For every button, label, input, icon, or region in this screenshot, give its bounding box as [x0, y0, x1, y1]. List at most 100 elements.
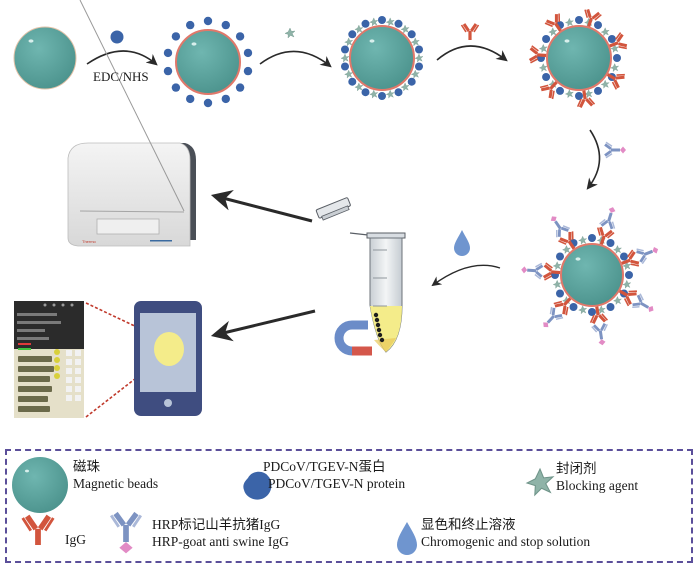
bound-blocking-agent: [601, 27, 610, 36]
bound-blocking-agent: [553, 280, 562, 289]
bound-protein: [394, 88, 403, 97]
smartphone-icon: [134, 301, 202, 416]
legend-label-cn: 显色和终止溶液: [421, 517, 516, 532]
bound-blocking-agent: [578, 305, 587, 314]
bound-blocking-agent: [369, 89, 378, 99]
bound-protein: [378, 16, 386, 24]
bound-protein: [569, 303, 578, 311]
bound-blocking-agent: [400, 82, 410, 92]
bound-protein: [348, 30, 357, 39]
legend-label-cn: PDCoV/TGEV-N蛋白: [263, 459, 386, 474]
microplate-reader: Thermo: [67, 0, 196, 247]
bound-blocking-agent: [565, 18, 574, 27]
reader-brand-logo: Thermo: [82, 239, 97, 244]
bound-hrp-antibody: [536, 304, 566, 334]
bound-blocking-agent: [539, 63, 548, 72]
legend-label-en: Blocking agent: [556, 478, 639, 493]
bound-protein: [378, 92, 386, 100]
bound-protein: [407, 30, 416, 39]
bound-protein: [221, 94, 230, 104]
bound-blocking-agent: [601, 80, 610, 89]
bound-protein: [575, 92, 583, 100]
phone-app-screenshot: [14, 301, 84, 418]
bound-blocking-agent: [354, 82, 364, 92]
legend-label-en: Chromogenic and stop solution: [421, 534, 591, 549]
bound-protein: [203, 98, 213, 108]
bound-protein: [415, 45, 423, 54]
arrow-to-reader: [210, 190, 313, 223]
bound-protein: [625, 271, 633, 279]
bound-hrp-antibody: [597, 203, 622, 231]
bound-blocking-agent: [340, 53, 350, 63]
bound-blocking-agent: [610, 63, 619, 72]
bound-protein: [556, 86, 564, 95]
bound-blocking-agent: [578, 236, 587, 245]
bound-protein: [606, 303, 615, 311]
bound-protein: [613, 54, 621, 62]
hrp-antibody-icon: [603, 140, 628, 160]
legend-item-magnetic-beads: 磁珠 Magnetic beads: [73, 458, 158, 492]
legend-item-igg: IgG: [65, 531, 86, 548]
bound-protein: [594, 21, 602, 30]
bound-blocking-agent: [400, 24, 410, 34]
bound-protein: [594, 86, 602, 95]
legend-item-hrp-igg: HRP标记山羊抗猪IgG HRP-goat anti swine IgG: [152, 516, 289, 550]
bound-protein: [221, 20, 230, 30]
bound-blocking-agent: [562, 245, 571, 254]
bound-hrp-antibody: [590, 321, 612, 348]
bound-protein: [607, 35, 616, 43]
bound-blocking-agent: [344, 69, 353, 79]
bound-protein: [361, 19, 370, 28]
step-arrow-hrp: [586, 129, 628, 190]
bound-blocking-agent: [386, 89, 395, 99]
legend-label-cn: 封闭剂: [556, 461, 597, 476]
bound-blocking-agent: [613, 245, 622, 254]
bound-protein: [171, 32, 181, 41]
step-arrow-blocking: [259, 27, 332, 68]
bound-blocking-agent: [369, 17, 378, 27]
legend-item-chromogenic: 显色和终止溶液 Chromogenic and stop solution: [421, 516, 590, 550]
legend-icon-protein: [243, 471, 272, 500]
bound-protein: [575, 16, 583, 24]
bead-protein-blocked: [349, 25, 415, 91]
bound-protein: [163, 66, 173, 76]
legend-icon-magnetic-beads: [12, 457, 68, 513]
magnet-icon: [334, 320, 372, 356]
bound-protein: [348, 77, 357, 86]
step-arrow-igg: [436, 22, 508, 62]
bound-protein: [556, 252, 564, 261]
legend-label-cn: HRP标记山羊抗猪IgG: [152, 517, 281, 532]
bound-protein: [341, 45, 349, 54]
bound-protein: [556, 289, 564, 298]
drop-icon: [454, 230, 470, 256]
legend-label-en: HRP-goat anti swine IgG: [152, 534, 289, 549]
legend-label-en: Magnetic beads: [73, 476, 159, 491]
bound-blocking-agent: [414, 53, 424, 63]
bound-protein: [542, 73, 551, 81]
bound-hrp-antibody: [544, 210, 572, 240]
bead-with-igg: [546, 25, 612, 91]
bound-protein: [243, 48, 253, 58]
legend-item-protein: PDCoV/TGEV-N蛋白 PDCoV/TGEV-N protein: [263, 458, 405, 492]
bound-protein: [394, 19, 403, 28]
bead-surface-layer: [340, 16, 424, 100]
bound-hrp-antibody: [519, 260, 545, 281]
bound-hrp-antibody: [634, 240, 663, 266]
bead-surface-layer: [163, 16, 253, 108]
igg-icon: [460, 22, 480, 42]
bound-protein: [186, 20, 195, 30]
microcentrifuge-tube: [315, 197, 406, 353]
bound-blocking-agent: [411, 37, 420, 47]
coupling-reagent-label: EDC/NHS: [93, 69, 149, 84]
bound-blocking-agent: [411, 69, 420, 79]
bound-blocking-agent: [553, 261, 562, 270]
bound-protein: [243, 66, 253, 76]
bound-protein: [588, 308, 596, 316]
legend-label-en: PDCoV/TGEV-N protein: [268, 476, 406, 491]
arrow-to-phone: [210, 309, 316, 342]
bound-protein: [415, 62, 423, 71]
bound-protein: [620, 252, 628, 261]
legend-label-en: IgG: [65, 532, 86, 547]
bound-protein: [235, 32, 245, 41]
